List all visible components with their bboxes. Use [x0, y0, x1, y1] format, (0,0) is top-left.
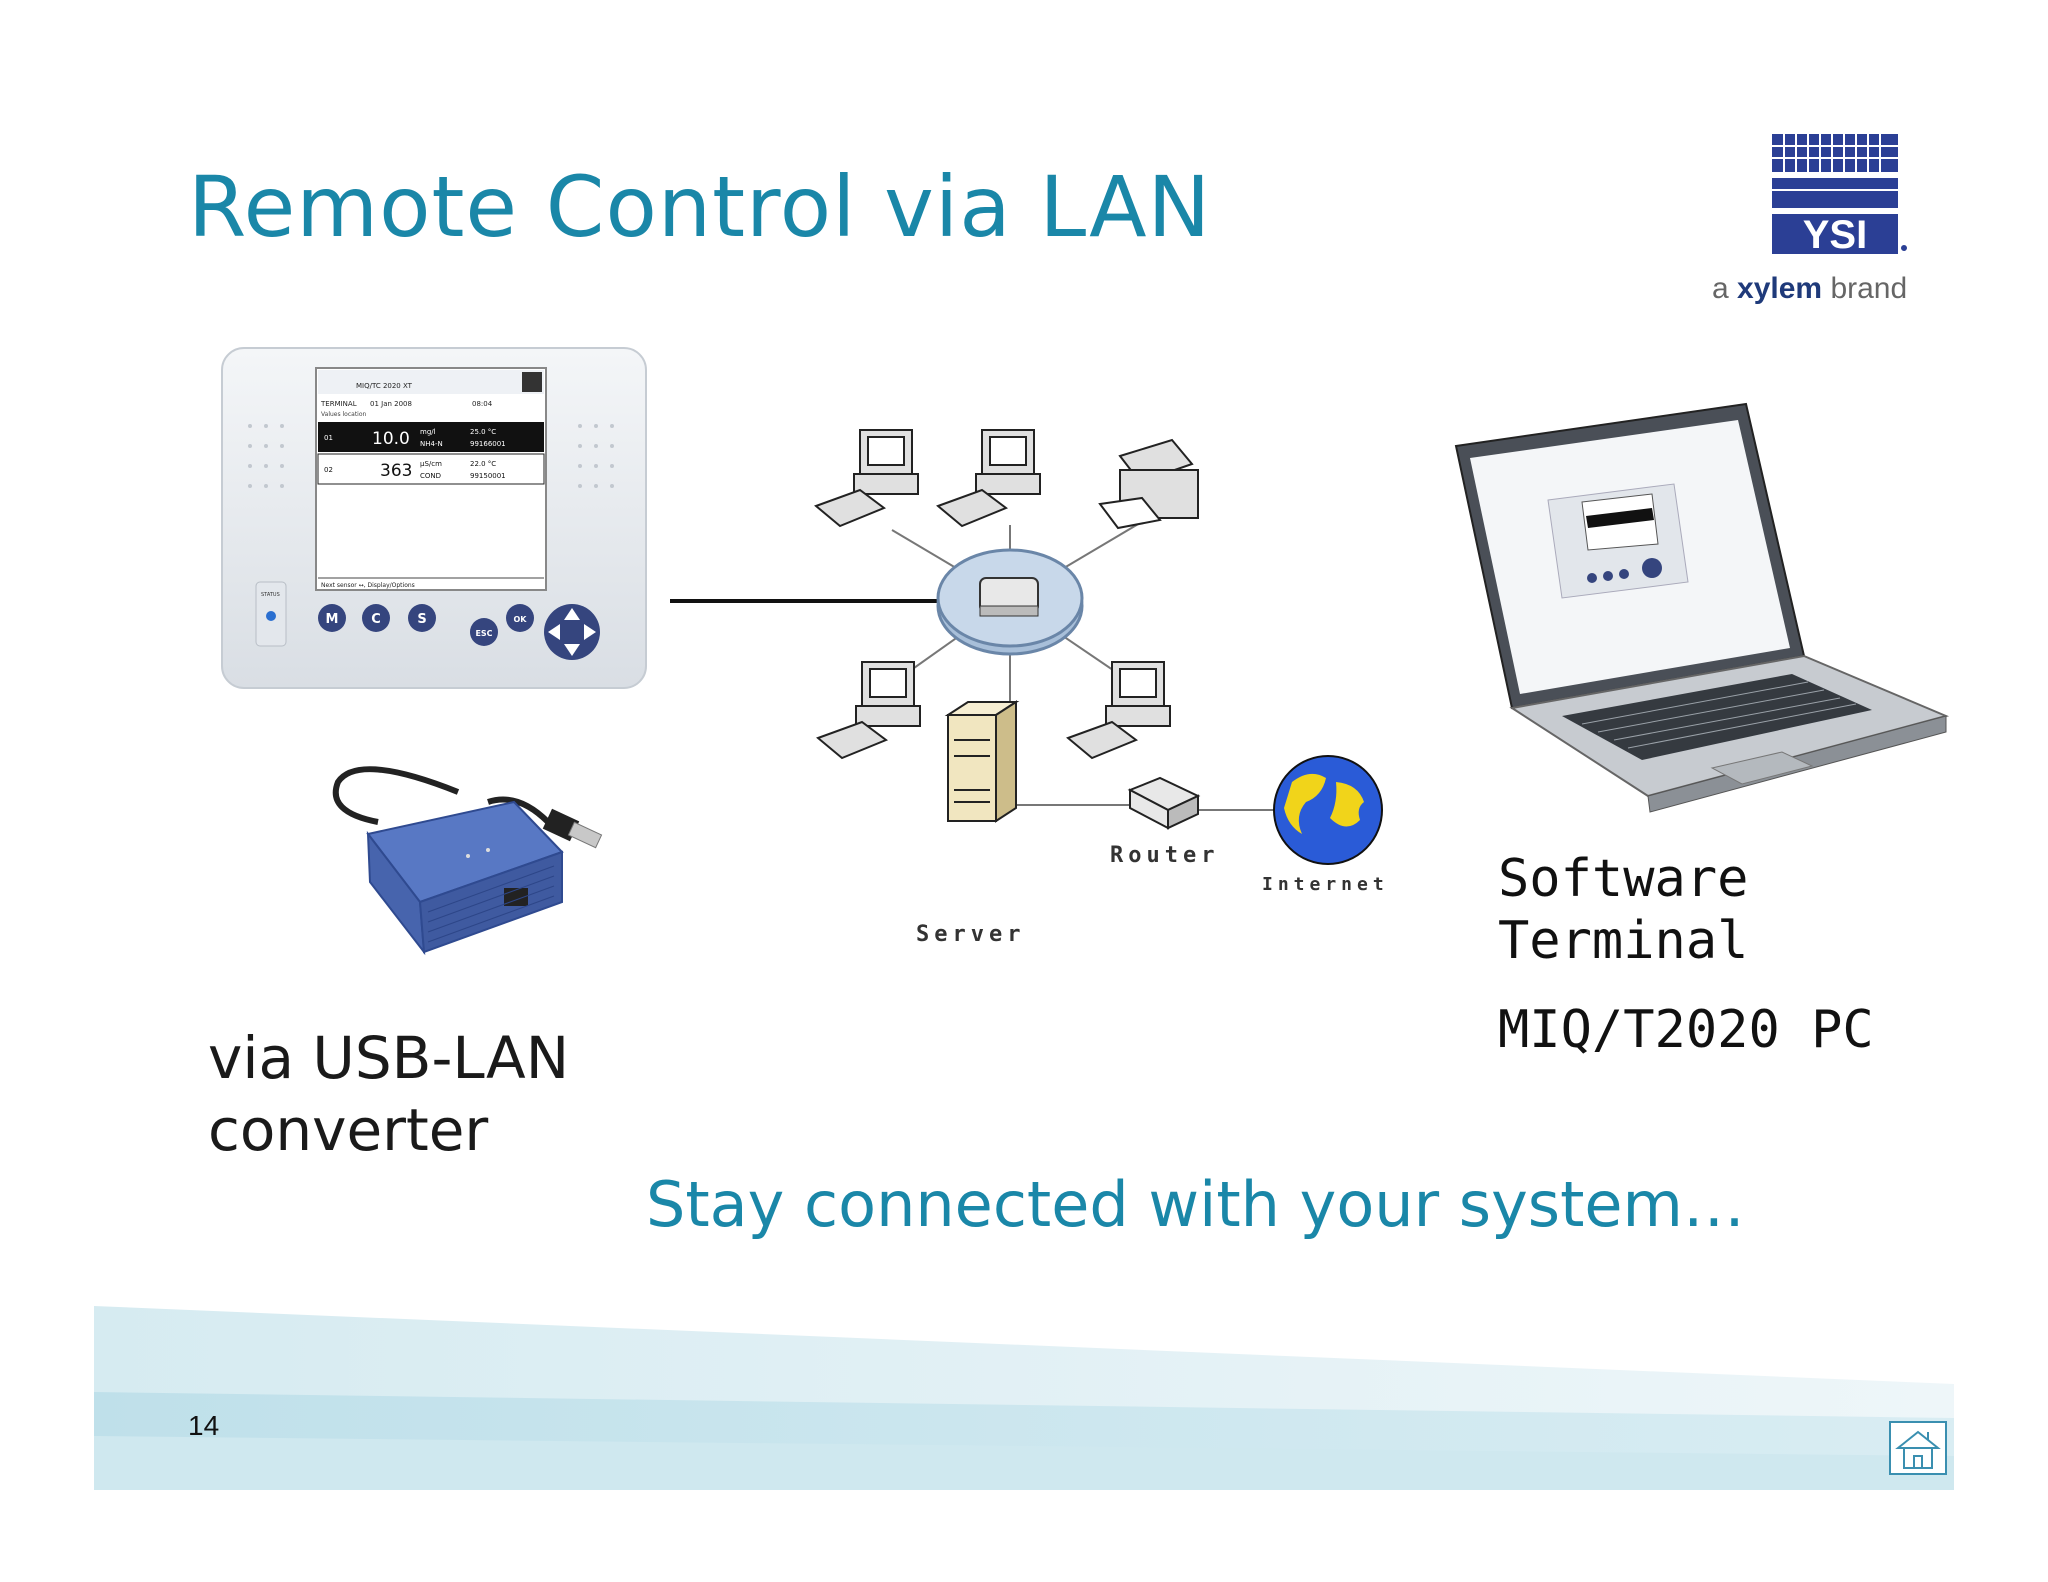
- software-terminal-line2: Terminal: [1498, 911, 1749, 971]
- device-reading-2-value: 363: [380, 461, 412, 481]
- internet-label: Internet: [1262, 874, 1389, 895]
- device-channel-1: 01: [324, 434, 333, 442]
- device-button-c: C: [371, 612, 381, 627]
- device-screen-date: 01 Jan 2008: [370, 400, 412, 408]
- device-button-esc: ESC: [475, 629, 492, 638]
- router-label: Router: [1110, 843, 1220, 868]
- software-terminal-line1: Software: [1498, 849, 1749, 909]
- device-screen-footer: Next sensor ↔, Display/Options: [321, 582, 415, 589]
- device-reading-2-param: COND: [420, 472, 441, 480]
- device-reading-1-param: NH4-N: [420, 440, 443, 448]
- device-reading-2-temp: 22.0 °C: [470, 460, 496, 468]
- computer-icon-2: [936, 429, 1041, 528]
- logo-tagline-prefix: a: [1712, 272, 1738, 305]
- home-button[interactable]: [1888, 1420, 1948, 1476]
- device-reading-1-unit: mg/l: [420, 428, 436, 436]
- device-screen-header: MIQ/TC 2020 XT: [356, 382, 413, 390]
- usb-lan-label: via USB-LAN converter: [208, 1022, 728, 1166]
- network-diagram: [814, 429, 1383, 865]
- computer-icon-4: [1066, 661, 1171, 760]
- device-reading-1-value: 10.0: [372, 429, 410, 449]
- usb-lan-converter-image: [332, 766, 603, 956]
- software-terminal-label: Software Terminal: [1498, 848, 2038, 972]
- device-reading-1-temp: 25.0 °C: [470, 428, 496, 436]
- laptop-image: [1454, 402, 1950, 813]
- computer-icon-3: [816, 661, 921, 760]
- device-channel-2: 02: [324, 466, 333, 474]
- device-button-s: S: [417, 612, 426, 627]
- device-reading-1-serial: 99166001: [470, 440, 506, 448]
- controller-link-line: [670, 599, 940, 603]
- device-screen-time: 08:04: [472, 400, 493, 408]
- router-icon: [1127, 776, 1201, 830]
- usb-lan-label-line2: converter: [208, 1096, 489, 1164]
- device-button-m: M: [326, 612, 339, 627]
- globe-icon: [1273, 755, 1383, 865]
- usb-lan-label-line1: via USB-LAN: [208, 1024, 570, 1092]
- device-reading-2-unit: µS/cm: [420, 460, 442, 468]
- software-model-label: MIQ/T2020 PC: [1498, 1000, 1874, 1060]
- device-reading-2-serial: 99150001: [470, 472, 506, 480]
- printer-icon: [1098, 438, 1199, 530]
- logo-tagline: a xylem brand: [1712, 272, 1907, 306]
- device-screen-sublabel: Values location: [321, 411, 367, 418]
- logo-brand-text: YSI: [1803, 213, 1867, 257]
- computer-icon-1: [814, 429, 919, 528]
- footer-band: [94, 1306, 1954, 1490]
- home-icon: [1895, 1430, 1941, 1469]
- server-label: Server: [916, 922, 1026, 947]
- device-status-label: STATUS: [261, 592, 280, 598]
- device-screen-terminal: TERMINAL: [320, 400, 357, 408]
- logo-tagline-suffix: brand: [1822, 272, 1908, 305]
- controller-device-image: MIQ/TC 2020 XT TERMINAL 01 Jan 2008 08:0…: [221, 347, 647, 689]
- page-number: 14: [188, 1410, 220, 1441]
- slide-title: Remote Control via LAN: [188, 158, 1212, 256]
- ysi-logo: YSI: [1772, 134, 1907, 257]
- hub-icon: [936, 548, 1084, 656]
- slide-tagline: Stay connected with your system…: [646, 1168, 1745, 1241]
- server-icon: [944, 700, 1020, 823]
- logo-tagline-brand: xylem: [1737, 272, 1823, 305]
- device-button-ok: OK: [514, 615, 528, 624]
